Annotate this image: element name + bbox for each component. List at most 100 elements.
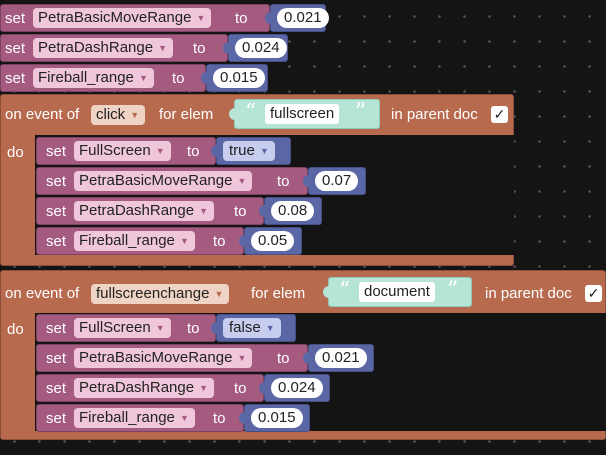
variable-dropdown[interactable]: Fireball_range ▼ bbox=[74, 231, 195, 251]
variable-dropdown[interactable]: PetraDashRange▼ bbox=[33, 38, 174, 58]
variable-name: FullScreen bbox=[79, 142, 151, 159]
number-field[interactable]: 0.015 bbox=[251, 408, 303, 428]
quote-close-icon: ” bbox=[355, 100, 367, 125]
boolean-dropdown[interactable]: false ▼ bbox=[223, 318, 281, 338]
quote-open-icon: “ bbox=[245, 100, 257, 125]
string-block[interactable]: “ document ” bbox=[323, 277, 472, 307]
variable-dropdown[interactable]: PetraBasicMoveRange ▼ bbox=[74, 348, 253, 368]
variable-name: PetraDashRange bbox=[79, 379, 195, 396]
set-keyword: set bbox=[5, 40, 26, 57]
set-keyword: set bbox=[46, 410, 67, 427]
do-label: do bbox=[7, 144, 24, 161]
set-keyword: set bbox=[46, 173, 67, 190]
set-keyword: set bbox=[46, 380, 67, 397]
chevron-down-icon: ▼ bbox=[259, 146, 269, 156]
number-field[interactable]: 0.021 bbox=[315, 348, 367, 368]
variable-dropdown[interactable]: Fireball_range ▼ bbox=[33, 68, 154, 88]
variable-dropdown[interactable]: FullScreen ▼ bbox=[74, 318, 171, 338]
set-block-fullscreen[interactable]: set FullScreen ▼ to bbox=[36, 137, 216, 165]
variable-dropdown[interactable]: FullScreen ▼ bbox=[74, 141, 171, 161]
set-block-fireball-range[interactable]: set Fireball_range▼ to bbox=[0, 64, 206, 92]
variable-name: FullScreen bbox=[79, 319, 151, 336]
number-block[interactable]: 0.015 bbox=[201, 64, 268, 92]
number-field[interactable]: 0.05 bbox=[251, 231, 295, 251]
to-keyword: to bbox=[277, 350, 290, 367]
number-block[interactable]: 0.08 bbox=[259, 197, 322, 225]
boolean-block[interactable]: false ▼ bbox=[211, 314, 296, 342]
number-block[interactable]: 0.021 bbox=[265, 4, 329, 32]
string-field[interactable]: fullscreen bbox=[265, 104, 340, 124]
set-block-petra-dash-range[interactable]: set PetraDashRange▼ to bbox=[0, 34, 228, 62]
to-keyword: to bbox=[213, 410, 226, 427]
boolean-block[interactable]: true ▼ bbox=[211, 137, 291, 165]
variable-name: Fireball_range bbox=[79, 232, 175, 249]
variable-name: Fireball_range bbox=[79, 409, 175, 426]
number-block[interactable]: 0.024 bbox=[259, 374, 330, 402]
number-field[interactable]: 0.021 bbox=[277, 8, 329, 28]
chevron-down-icon: ▼ bbox=[179, 413, 189, 423]
quote-open-icon: “ bbox=[339, 278, 351, 303]
set-keyword: set bbox=[46, 203, 67, 220]
to-keyword: to bbox=[234, 203, 247, 220]
number-block[interactable]: 0.015 bbox=[239, 404, 310, 432]
string-field[interactable]: document bbox=[359, 282, 435, 302]
number-block[interactable]: 0.021 bbox=[303, 344, 374, 372]
set-block-petra-basic-move-range[interactable]: set PetraBasicMoveRange▼ to bbox=[36, 344, 308, 372]
set-block-fireball-range[interactable]: set Fireball_range ▼ to bbox=[36, 404, 244, 432]
chevron-down-icon: ▼ bbox=[155, 146, 165, 156]
event-type-dropdown[interactable]: fullscreenchange ▼ bbox=[91, 284, 230, 304]
variable-name: PetraBasicMoveRange bbox=[38, 9, 192, 26]
set-block-petra-basic-move-range[interactable]: set PetraBasicMoveRange ▼ to bbox=[0, 4, 270, 32]
boolean-value: false bbox=[229, 319, 261, 336]
set-keyword: set bbox=[5, 70, 26, 87]
variable-dropdown[interactable]: PetraBasicMoveRange▼ bbox=[74, 171, 253, 191]
chevron-down-icon: ▼ bbox=[265, 323, 275, 333]
set-block-petra-basic-move-range[interactable]: set PetraBasicMoveRange▼ to bbox=[36, 167, 308, 195]
variable-dropdown[interactable]: PetraBasicMoveRange ▼ bbox=[33, 8, 212, 28]
variable-name: Fireball_range bbox=[38, 69, 134, 86]
chevron-down-icon: ▼ bbox=[199, 206, 209, 216]
number-block[interactable]: 0.07 bbox=[303, 167, 366, 195]
chevron-down-icon: ▼ bbox=[237, 353, 247, 363]
number-field[interactable]: 0.07 bbox=[315, 171, 359, 191]
number-field[interactable]: 0.024 bbox=[271, 378, 323, 398]
to-keyword: to bbox=[235, 10, 248, 27]
number-field[interactable]: 0.024 bbox=[235, 38, 287, 58]
boolean-dropdown[interactable]: true ▼ bbox=[223, 141, 275, 161]
on-event-of-label: on event of bbox=[5, 106, 80, 123]
number-block[interactable]: 0.024 bbox=[223, 34, 288, 62]
chevron-down-icon: ▼ bbox=[196, 13, 206, 23]
in-parent-doc-label: in parent doc bbox=[485, 285, 572, 302]
set-block-petra-dash-range[interactable]: set PetraDashRange▼ to bbox=[36, 197, 264, 225]
event-type-value: fullscreenchange bbox=[96, 285, 210, 302]
set-keyword: set bbox=[46, 233, 67, 250]
variable-name: PetraBasicMoveRange bbox=[79, 172, 233, 189]
variable-dropdown[interactable]: PetraDashRange▼ bbox=[74, 201, 215, 221]
event-type-value: click bbox=[96, 106, 126, 123]
checkbox-check-icon[interactable]: ✓ bbox=[585, 285, 602, 302]
variable-name: PetraBasicMoveRange bbox=[79, 349, 233, 366]
quote-close-icon: ” bbox=[447, 278, 459, 303]
chevron-down-icon: ▼ bbox=[199, 383, 209, 393]
number-field[interactable]: 0.08 bbox=[271, 201, 315, 221]
string-block[interactable]: “ fullscreen ” bbox=[229, 99, 380, 129]
event-type-dropdown[interactable]: click▼ bbox=[91, 105, 146, 125]
number-block[interactable]: 0.05 bbox=[239, 227, 302, 255]
checkbox-check-icon[interactable]: ✓ bbox=[491, 106, 508, 123]
for-elem-label: for elem bbox=[251, 285, 306, 302]
set-keyword: set bbox=[46, 143, 67, 160]
boolean-value: true bbox=[229, 142, 255, 159]
chevron-down-icon: ▼ bbox=[155, 323, 165, 333]
variable-dropdown[interactable]: Fireball_range ▼ bbox=[74, 408, 195, 428]
chevron-down-icon: ▼ bbox=[158, 43, 168, 53]
chevron-down-icon: ▼ bbox=[138, 73, 148, 83]
set-block-fullscreen[interactable]: set FullScreen▼ to bbox=[36, 314, 216, 342]
set-keyword: set bbox=[5, 10, 26, 27]
chevron-down-icon: ▼ bbox=[214, 289, 224, 299]
set-block-fireball-range[interactable]: set Fireball_range▼ to bbox=[36, 227, 244, 255]
chevron-down-icon: ▼ bbox=[179, 236, 189, 246]
variable-dropdown[interactable]: PetraDashRange ▼ bbox=[74, 378, 215, 398]
number-field[interactable]: 0.015 bbox=[213, 68, 265, 88]
to-keyword: to bbox=[187, 143, 200, 160]
set-block-petra-dash-range[interactable]: set PetraDashRange▼ to bbox=[36, 374, 264, 402]
